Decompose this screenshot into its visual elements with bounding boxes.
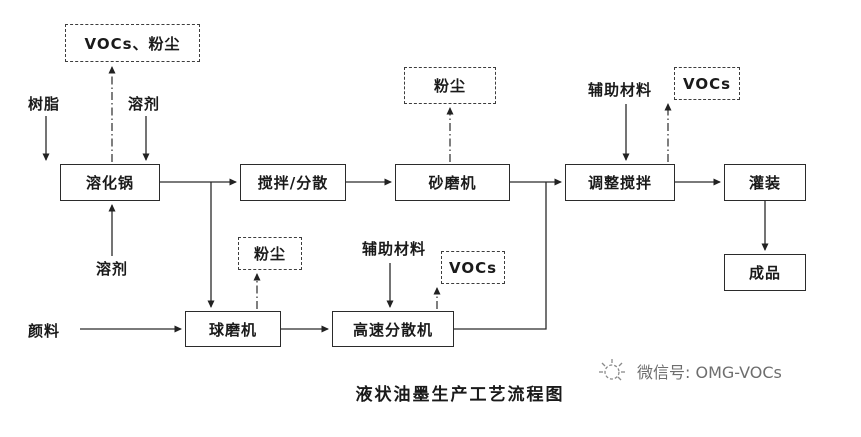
emission-box-vocs-dust: VOCs、粉尘 (65, 24, 200, 62)
node-dissolving-pot: 溶化锅 (60, 164, 160, 201)
watermark-text: 微信号: OMG-VOCs (637, 363, 782, 382)
node-mix-disperse: 搅拌/分散 (240, 164, 346, 201)
node-finished-product: 成品 (724, 254, 806, 291)
input-label-aux-material-top: 辅助材料 (588, 81, 653, 99)
node-adjust-mix: 调整搅拌 (565, 164, 675, 201)
input-label-aux-material-bottom: 辅助材料 (362, 240, 427, 258)
emission-arrows (108, 66, 672, 309)
input-label-resin: 树脂 (28, 95, 61, 113)
node-sand-mill: 砂磨机 (395, 164, 510, 201)
input-label-solvent-bottom: 溶剂 (96, 260, 129, 278)
emission-box-vocs-bottom: VOCs (441, 251, 505, 284)
process-arrows (42, 104, 769, 333)
diagram-title: 液状油墨生产工艺流程图 (355, 385, 565, 405)
emission-box-vocs-top: VOCs (674, 67, 740, 100)
watermark-sun-icon (599, 359, 625, 381)
input-label-pigment: 颜料 (28, 322, 61, 340)
node-ball-mill: 球磨机 (185, 311, 281, 347)
node-filling: 灌装 (724, 164, 806, 201)
emission-box-dust-top: 粉尘 (404, 67, 496, 104)
node-high-speed-disperser: 高速分散机 (332, 311, 454, 347)
emission-box-dust-bottom: 粉尘 (238, 237, 302, 270)
watermark: 微信号: OMG-VOCs (594, 356, 782, 386)
input-label-solvent-top: 溶剂 (128, 95, 161, 113)
